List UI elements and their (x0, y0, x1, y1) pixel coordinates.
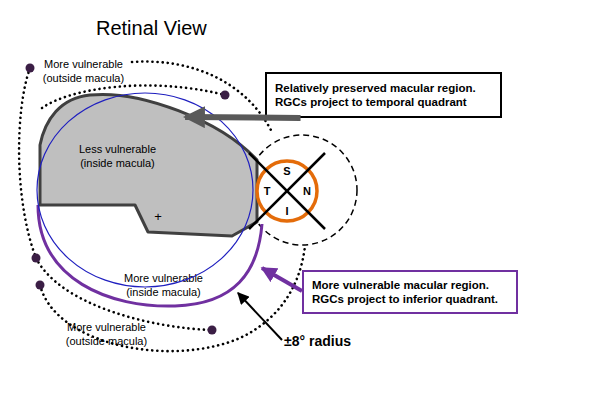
region-label: More vulnerable (outside macula) (36, 57, 131, 85)
dotted-boundary (40, 246, 305, 351)
boundary-dot (36, 281, 45, 290)
quadrant-divider (249, 153, 325, 229)
dotted-boundary (36, 258, 212, 330)
leader-arrow (262, 268, 302, 291)
region-text: Less vulnerable (inside macula) (70, 142, 165, 170)
edge-layer (185, 117, 300, 118)
quadrant-letter: N (303, 185, 311, 197)
region-label: More vulnerable (outside macula) (59, 320, 154, 348)
dotted-boundary (19, 68, 36, 258)
callout-box: Relatively preserved macular region. RGC… (265, 72, 502, 118)
macular-shape (40, 94, 257, 236)
box-text: Relatively preserved macular region. RGC… (275, 81, 492, 109)
macular-region: Less vulnerable (inside macula) (30, 85, 265, 245)
box-text: More vulnerable macular region. RGCs pro… (312, 278, 508, 306)
dimension-label: ±8° radius (284, 333, 384, 350)
diagram-title: Retinal View (96, 17, 207, 40)
leader-arrow (238, 293, 282, 340)
boundary-dot (32, 254, 41, 263)
fovea-mark: + (151, 209, 165, 225)
optic-disc: ST N I (255, 159, 319, 223)
dashed-circle (247, 135, 357, 245)
quadrant-letter: I (285, 205, 288, 217)
disc-circle (257, 161, 317, 221)
region-label: More vulnerable (inside macula) (116, 271, 211, 299)
quadrant-divider (249, 153, 325, 229)
boundary-dot (221, 91, 230, 100)
quadrant-letter: S (283, 165, 290, 177)
boundary-dot (208, 326, 217, 335)
boundary-dot (26, 64, 35, 73)
quadrant-letter: T (264, 185, 271, 197)
connector-arrow (185, 117, 300, 118)
callout-box: More vulnerable macular region. RGCs pro… (302, 270, 518, 314)
eight-degree-circle (37, 93, 253, 287)
